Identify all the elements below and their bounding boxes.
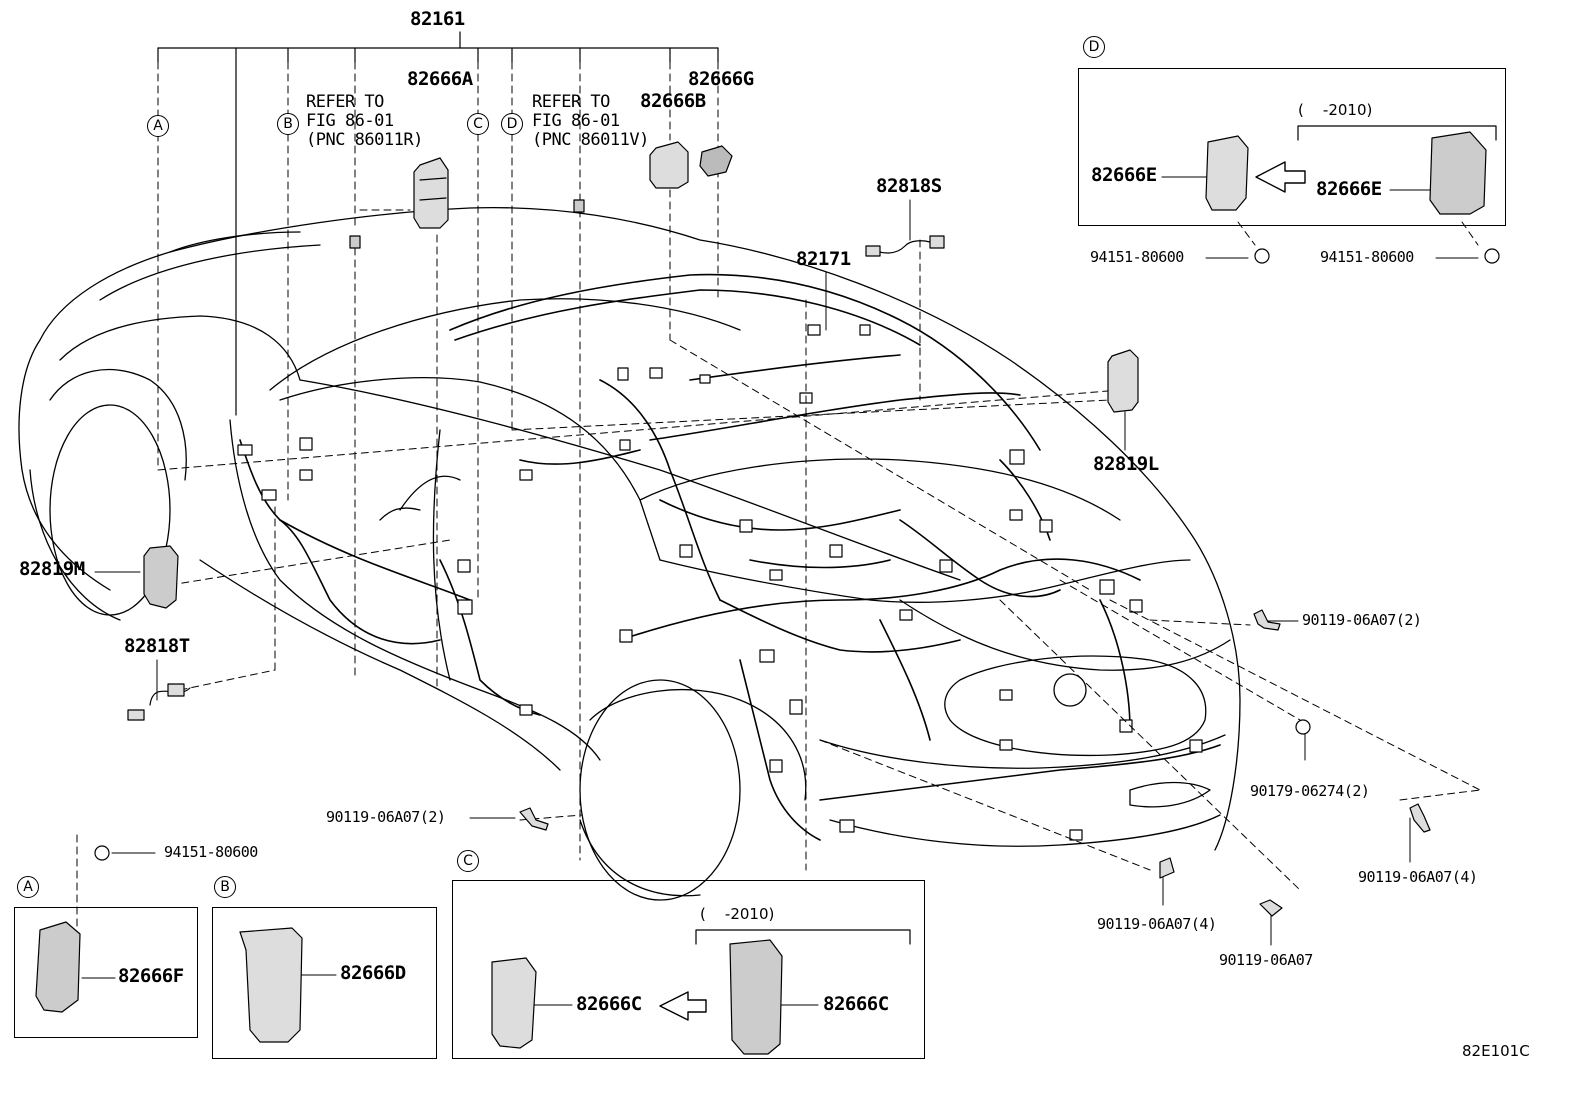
label-82819m: 82819M bbox=[19, 558, 85, 580]
label-82818t: 82818T bbox=[124, 635, 190, 657]
figure-code: 82E101C bbox=[1462, 1042, 1530, 1060]
harness-connectors bbox=[237, 324, 1203, 841]
fastener-94151-d1: 94151-80600 bbox=[1090, 248, 1184, 266]
callout-d-box: D bbox=[1083, 36, 1105, 58]
label-82666a: 82666A bbox=[407, 68, 473, 90]
label-82666e-new: 82666E bbox=[1091, 164, 1157, 186]
label-82666f: 82666F bbox=[118, 965, 184, 987]
callout-d: D bbox=[501, 113, 523, 135]
fastener-94151-a: 94151-80600 bbox=[164, 843, 258, 861]
label-82666g: 82666G bbox=[688, 68, 754, 90]
label-82666b: 82666B bbox=[640, 90, 706, 112]
fastener-90119-bottom: 90119-06A07 bbox=[1219, 951, 1313, 969]
label-82171: 82171 bbox=[796, 248, 851, 270]
label-82819l: 82819L bbox=[1093, 453, 1159, 475]
fastener-90119-right-4: 90119-06A07(4) bbox=[1358, 868, 1478, 886]
label-82161: 82161 bbox=[410, 8, 465, 30]
callout-c-box: C bbox=[457, 850, 479, 872]
leader-lines bbox=[76, 61, 1481, 931]
range-brackets bbox=[695, 125, 1497, 945]
fastener-90119-left-2: 90119-06A07(2) bbox=[326, 808, 446, 826]
detail-box-c bbox=[452, 880, 925, 1059]
label-82666e-old: 82666E bbox=[1316, 178, 1382, 200]
callout-c: C bbox=[467, 113, 489, 135]
note-refer-86011r: REFER TO FIG 86-01 (PNC 86011R) bbox=[306, 92, 423, 151]
part-illustrations bbox=[35, 131, 1500, 1055]
detail-box-d bbox=[1078, 68, 1506, 226]
label-82666c-old: 82666C bbox=[823, 993, 889, 1015]
part-82161-bracket bbox=[157, 31, 719, 416]
label-82666d: 82666D bbox=[340, 962, 406, 984]
callout-b-box: B bbox=[214, 876, 236, 898]
fastener-90119-bottom-4: 90119-06A07(4) bbox=[1097, 915, 1217, 933]
range-c-to-2010: ( -2010) bbox=[700, 905, 775, 923]
range-d-to-2010: ( -2010) bbox=[1298, 101, 1373, 119]
hollow-arrows bbox=[659, 161, 1306, 1021]
fastener-90179: 90179-06274(2) bbox=[1250, 782, 1370, 800]
callout-a: A bbox=[147, 115, 169, 137]
callout-b: B bbox=[277, 113, 299, 135]
vehicle-body-outline bbox=[18, 206, 1241, 901]
detail-box-a bbox=[14, 907, 198, 1038]
fastener-90119-right-2: 90119-06A07(2) bbox=[1302, 611, 1422, 629]
detail-box-b bbox=[212, 907, 437, 1059]
callout-a-box: A bbox=[17, 876, 39, 898]
note-refer-86011v: REFER TO FIG 86-01 (PNC 86011V) bbox=[532, 92, 649, 151]
fastener-94151-d2: 94151-80600 bbox=[1320, 248, 1414, 266]
harness-wiring bbox=[239, 273, 1221, 841]
label-82818s: 82818S bbox=[876, 175, 942, 197]
label-82666c-new: 82666C bbox=[576, 993, 642, 1015]
